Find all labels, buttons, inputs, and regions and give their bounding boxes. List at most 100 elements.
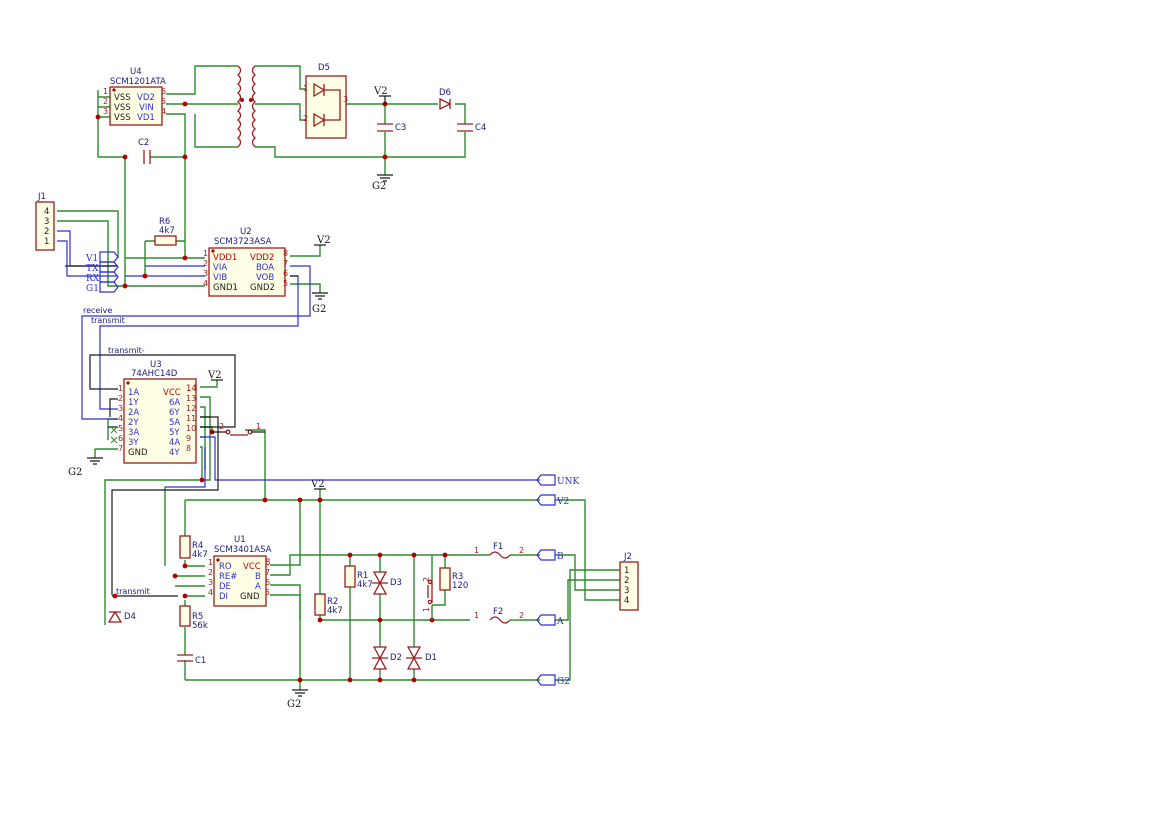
text-sheet-components-u4-nums-3: 6 xyxy=(161,87,166,96)
text-sheet-components-u3-lnums-6: 7 xyxy=(118,444,123,453)
text-sheet-components-u2-lnums-2: 3 xyxy=(203,269,208,278)
text-sheet-components-u2-ref: U2 xyxy=(240,227,252,237)
text-sheet-components-f2-pins-0: 1 xyxy=(474,611,479,620)
text-sheet-components-r2-value: 4k7 xyxy=(327,606,343,616)
text-sheet-components-jp-pins-1: 1 xyxy=(422,607,431,612)
power-v2-top: V2 xyxy=(373,86,391,104)
text-sheet-power-g2: G2 xyxy=(68,467,82,478)
text-sheet-components-r3-ref: R3 xyxy=(452,572,463,582)
power-g2-u2: G2 xyxy=(312,292,328,315)
text-sheet-components-u3-right-4: 5Y xyxy=(169,428,180,438)
text-sheet-components-u1-left-1: RE# xyxy=(219,572,237,582)
text-sheet-components-u1-lnums-3: 4 xyxy=(208,588,213,597)
text-sheet-components-u1-right-0: VCC xyxy=(243,562,261,572)
u4-ref: U4 xyxy=(130,67,142,77)
text-sheet-components-u1-rnums-2: 6 xyxy=(265,578,270,587)
hier-label-b: B xyxy=(557,552,564,562)
hier-label-rx: RX xyxy=(86,274,100,284)
text-sheet-components-u3-left-3: 2Y xyxy=(128,418,139,428)
text-sheet-components-u1-left-0: RO xyxy=(219,562,232,572)
power-v2-mid: V2 xyxy=(310,479,326,490)
text-sheet-components-f1-pins-1: 2 xyxy=(519,546,524,555)
text-sheet-components-d4-ref: D4 xyxy=(124,612,136,622)
tvs-d1: D1 xyxy=(406,646,437,670)
text-sheet-power-v2: V2 xyxy=(310,479,325,490)
text-sheet-components-u3-right-1: 6A xyxy=(169,398,180,408)
text-sheet-components-u3-rnums-1: 13 xyxy=(186,394,196,403)
power-g2-bottom: G2 xyxy=(287,689,308,710)
hier-label-g2: G2 xyxy=(557,677,570,687)
text-sheet-components-u3-left-5: 3Y xyxy=(128,438,139,448)
text-sheet-components-u3-rnums-4: 10 xyxy=(186,424,196,433)
text-sheet-components-r5-value: 56k xyxy=(192,621,208,631)
text-sheet-components-u1-left-2: DE xyxy=(219,582,231,592)
text-sheet-components-u4-nums-1: 2 xyxy=(103,97,108,106)
text-sheet-components-d3-ref: D3 xyxy=(390,578,402,588)
text-sheet-components-u4-nums-2: 3 xyxy=(103,107,108,116)
net-label-transmit: transmit xyxy=(91,316,125,325)
text-sheet-components-u3-right-5: 4A xyxy=(169,438,180,448)
power-g2-u3: G2 xyxy=(68,457,103,478)
text-sheet-components-u2-left-3: GND1 xyxy=(213,283,238,293)
diode-d6: D6 xyxy=(439,88,452,111)
text-sheet-components-r3-value: 120 xyxy=(452,581,468,591)
component-u1: U1 SCM3401ASA RO RE# DE DI VCC B A GND 1… xyxy=(208,535,272,607)
text-sheet-components-sw-pins-1: 1 xyxy=(256,422,261,431)
text-sheet-components-u3-rnums-2: 12 xyxy=(186,404,196,413)
text-sheet-components-u3-rnums-3: 11 xyxy=(186,414,196,423)
hier-label-v2: V2 xyxy=(556,497,569,507)
text-sheet-components-j1-pins-1: 3 xyxy=(44,217,49,227)
text-sheet-components-f2-ref: F2 xyxy=(493,607,503,617)
text-sheet-components-u4-nums-5: 4 xyxy=(161,107,166,116)
u4-pin-vin: VIN xyxy=(139,103,154,113)
text-sheet-components-u2-right-1: BOA xyxy=(256,263,274,273)
resistor-r4: R4 4k7 xyxy=(179,535,208,560)
tvs-d2: D2 xyxy=(372,646,402,670)
text-sheet-components-u2-lnums-0: 1 xyxy=(203,249,208,258)
text-sheet-components-u1-lnums-2: 3 xyxy=(208,578,213,587)
net-label-receive: receive xyxy=(83,306,112,315)
no-connect-marks xyxy=(110,426,118,444)
text-sheet-components-u3-left-6: GND xyxy=(128,448,148,458)
text-sheet-components-u3-right-0: VCC xyxy=(163,388,181,398)
text-sheet-components-u2-left-1: VIA xyxy=(213,263,227,273)
text-sheet-components-u2-lnums-3: 4 xyxy=(203,279,208,288)
text-sheet-components-c3-ref: C3 xyxy=(395,123,406,133)
component-u4: U4 SCM1201ATA VSS VSS VSS VD2 VIN VD1 1 … xyxy=(103,67,166,126)
text-sheet-components-d1-ref: D1 xyxy=(425,653,437,663)
text-sheet-components-r2-ref: R2 xyxy=(327,597,338,607)
switch: 2 1 xyxy=(212,422,265,436)
text-sheet-components-c2-ref: C2 xyxy=(138,138,149,148)
hier-label-a: A xyxy=(556,617,564,627)
text-sheet-components-u2-right-3: GND2 xyxy=(250,283,275,293)
text-sheet-components-f1-pins-0: 1 xyxy=(474,546,479,555)
text-sheet-power-g2: G2 xyxy=(372,181,386,192)
text-sheet-components-u1-value: SCM3401ASA xyxy=(214,545,272,555)
component-u3: U3 74AHC14D 1A 1Y 2A 2Y 3A 3Y GND VCC 6A… xyxy=(118,360,197,464)
text-sheet-components-sw-pins-0: 2 xyxy=(219,422,224,431)
resistor-r2: R2 4k7 xyxy=(314,593,343,616)
u4-pin-vd2: VD2 xyxy=(137,93,155,103)
text-sheet-components-f2-pins-1: 2 xyxy=(519,611,524,620)
u4-pin-vss-2: VSS xyxy=(114,103,131,113)
text-sheet-components-u3-left-1: 1Y xyxy=(128,398,139,408)
text-sheet-power-v2: V2 xyxy=(207,370,222,381)
text-sheet-components-u2-value: SCM3723ASA xyxy=(214,237,272,247)
text-sheet-components-u3-rnums-5: 9 xyxy=(186,434,191,443)
text-sheet-power-v2: V2 xyxy=(316,235,331,246)
power-v2-u3: V2 xyxy=(207,370,223,381)
text-sheet-components-d2-ref: D2 xyxy=(390,653,402,663)
resistor-r6: R6 4k7 xyxy=(154,217,177,246)
text-sheet-components-u3-left-0: 1A xyxy=(128,388,139,398)
signal-wires xyxy=(57,230,540,597)
u4-pin-vss-3: VSS xyxy=(114,113,131,123)
text-sheet-components-u2-lnums-1: 2 xyxy=(203,259,208,268)
text-sheet-power-v2: V2 xyxy=(373,86,388,97)
text-sheet-components-u3-right-2: 6Y xyxy=(169,408,180,418)
net-label-transmit-n: transmit- xyxy=(108,346,145,355)
u4-pin-vss-1: VSS xyxy=(114,93,131,103)
text-sheet-components-j2-pins-1: 2 xyxy=(624,576,629,586)
resistor-r3: R3 120 xyxy=(439,567,468,591)
text-sheet-components-r4-value: 4k7 xyxy=(192,550,208,560)
